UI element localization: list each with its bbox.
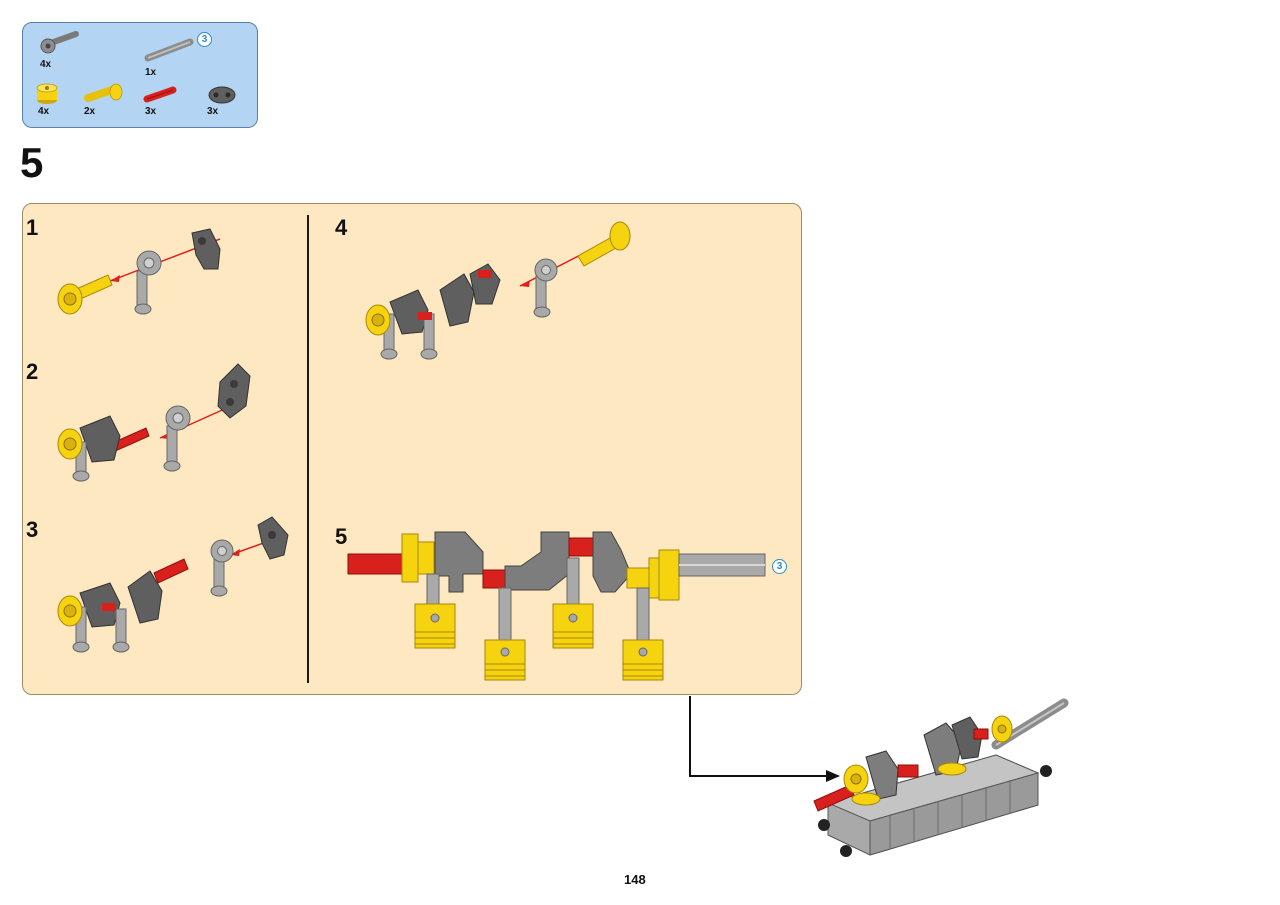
yellow-axle-connector-part-icon [84, 83, 123, 102]
sub-step-3-illustration [57, 516, 289, 653]
engine-block-model [813, 698, 1069, 857]
callout-arrow [689, 696, 840, 782]
sub-step-5-number: 5 [335, 524, 348, 549]
ref-step-circle: 3 [197, 32, 212, 47]
sub-step-ref-circle: 3 [772, 559, 787, 574]
part-qty: 1x [145, 67, 157, 78]
sub-step-4-illustration [365, 221, 631, 360]
sub-step-1-illustration [57, 228, 221, 315]
yellow-bush-part-icon [36, 83, 58, 104]
red-axle-part-icon [143, 86, 177, 103]
piston [552, 603, 594, 649]
page-number: 148 [624, 872, 646, 887]
part-qty: 4x [40, 59, 52, 70]
sub-step-2-illustration [57, 363, 251, 482]
sub-step-5-illustration [347, 531, 766, 681]
panel-divider [307, 215, 309, 683]
dark-gray-liftarm-part-icon [208, 86, 236, 104]
sub-step-3-number: 3 [26, 517, 39, 542]
sub-step-4-number: 4 [335, 215, 348, 240]
part-qty: 3x [207, 106, 219, 117]
sub-step-2-number: 2 [26, 359, 39, 384]
piston [484, 639, 526, 681]
part-qty: 4x [38, 106, 50, 117]
piston [622, 639, 664, 681]
sub-step-1-number: 1 [26, 215, 39, 240]
step-number: 5 [20, 139, 44, 186]
piston [414, 603, 456, 649]
gray-axle-part-icon [144, 38, 194, 62]
part-qty: 3x [145, 106, 157, 117]
part-qty: 2x [84, 106, 96, 117]
connector-axle-part-icon [40, 31, 79, 54]
